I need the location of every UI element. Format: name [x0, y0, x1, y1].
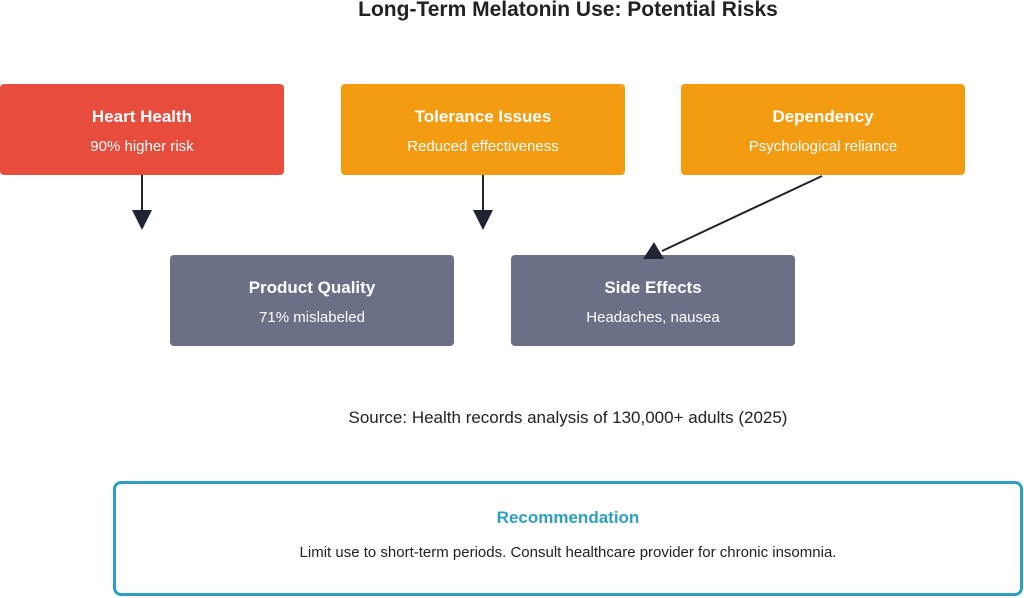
node-title: Side Effects [604, 278, 702, 297]
node-title: Tolerance Issues [414, 107, 552, 126]
node-dependency: Dependency Psychological reliance [681, 84, 965, 175]
node-heart-health: Heart Health 90% higher risk [0, 84, 284, 175]
recommendation-box: Recommendation Limit use to short-term p… [113, 481, 1023, 596]
node-subtitle: Headaches, nausea [586, 309, 720, 326]
node-title: Product Quality [248, 278, 376, 297]
node-product-quality: Product Quality 71% mislabeled [170, 255, 454, 346]
recommendation-text: Limit use to short-term periods. Consult… [299, 544, 837, 561]
node-tolerance-issues: Tolerance Issues Reduced effectiveness [341, 84, 625, 175]
node-side-effects: Side Effects Headaches, nausea [511, 255, 795, 346]
node-subtitle: 71% mislabeled [259, 309, 365, 326]
arrow-dependency-to-side-effects [643, 175, 823, 259]
node-title: Heart Health [91, 107, 193, 126]
node-subtitle: 90% higher risk [90, 138, 194, 155]
diagram-title: Long-Term Melatonin Use: Potential Risks [358, 0, 778, 21]
node-title: Dependency [772, 107, 874, 126]
source-note: Source: Health records analysis of 130,0… [348, 408, 788, 427]
node-subtitle: Reduced effectiveness [407, 138, 559, 155]
node-subtitle: Psychological reliance [748, 138, 898, 155]
arrow-heart-to-quality [132, 175, 152, 230]
recommendation-title: Recommendation [496, 508, 640, 527]
arrow-tolerance-to-quality [473, 175, 493, 230]
